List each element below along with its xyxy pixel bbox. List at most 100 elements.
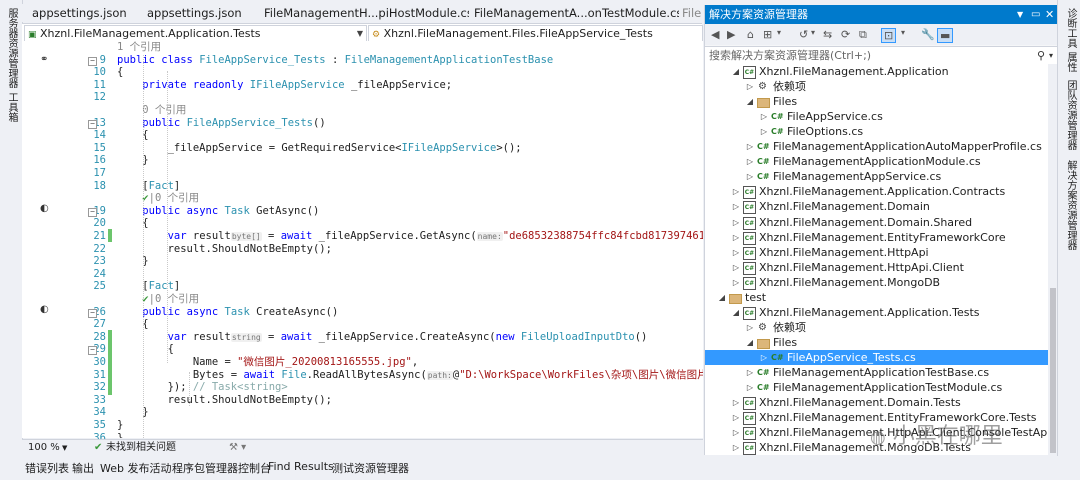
- code-line[interactable]: [Fact]: [117, 179, 181, 192]
- tree-item[interactable]: ▷⚙依赖项: [705, 79, 1048, 94]
- scrollbar-thumb[interactable]: [1050, 288, 1056, 453]
- collapsed-arrow-icon[interactable]: ▷: [746, 82, 754, 92]
- team-explorer-tab[interactable]: 团队资源管理器: [1065, 80, 1076, 150]
- collapse-icon[interactable]: −: [88, 56, 97, 66]
- collapse-all-icon[interactable]: ⧉: [859, 28, 867, 41]
- tree-item[interactable]: ▷⚙依赖项: [705, 320, 1048, 335]
- code-line[interactable]: }: [117, 406, 149, 419]
- tree-item[interactable]: ▷C#FileManagementApplicationAutoMapperPr…: [705, 139, 1048, 154]
- tab-error-list[interactable]: 错误列表: [25, 462, 69, 475]
- collapsed-arrow-icon[interactable]: ▷: [746, 322, 754, 332]
- tree-item[interactable]: ▷C#FileAppService.cs: [705, 109, 1048, 124]
- chevron-down-icon[interactable]: ▾: [811, 28, 816, 37]
- tree-item[interactable]: ▷C#Xhznl.FileManagement.HttpApi.Client: [705, 260, 1048, 275]
- collapsed-arrow-icon[interactable]: ▷: [732, 187, 740, 197]
- expanded-arrow-icon[interactable]: ◢: [746, 97, 754, 107]
- tree-item[interactable]: ◢Files: [705, 335, 1048, 350]
- collapsed-arrow-icon[interactable]: ▷: [760, 352, 768, 362]
- code-line[interactable]: var resultstring = await _fileAppService…: [167, 330, 648, 343]
- tree-item[interactable]: ▷C#FileOptions.cs: [705, 124, 1048, 139]
- code-line[interactable]: {: [117, 318, 149, 331]
- properties-tab[interactable]: 属性: [1065, 52, 1076, 72]
- code-line[interactable]: 1 个引用: [117, 41, 162, 53]
- expanded-arrow-icon[interactable]: ◢: [732, 67, 740, 76]
- code-line[interactable]: var resultbyte[] = await _fileAppService…: [167, 230, 703, 242]
- doc-tab-appsettings-2[interactable]: appsettings.json: [147, 6, 242, 20]
- code-line[interactable]: }: [117, 255, 149, 268]
- tab-find-results[interactable]: Find Results: [268, 460, 334, 473]
- tree-item[interactable]: ▷C#FileManagementAppService.cs: [705, 169, 1048, 184]
- doc-tab-httpapihostmodule[interactable]: FileManagementH...piHostModule.cs: [264, 6, 469, 20]
- collapse-icon[interactable]: −: [88, 119, 97, 129]
- back-icon[interactable]: ◀: [711, 28, 720, 41]
- code-line[interactable]: private readonly IFileAppService _fileAp…: [142, 78, 453, 91]
- forward-icon[interactable]: ▶: [727, 28, 736, 41]
- properties-icon[interactable]: 🔧: [921, 28, 935, 41]
- collapse-icon[interactable]: −: [88, 207, 97, 217]
- collapsed-arrow-icon[interactable]: ▷: [746, 368, 754, 377]
- solution-explorer-tab[interactable]: 解决方案资源管理器: [1065, 160, 1076, 250]
- expanded-arrow-icon[interactable]: ◢: [718, 292, 726, 302]
- diagnostic-tools-tab[interactable]: 诊断工具: [1065, 8, 1076, 48]
- chevron-down-icon[interactable]: ▼: [62, 444, 68, 452]
- expanded-arrow-icon[interactable]: ◢: [746, 337, 754, 347]
- collapsed-arrow-icon[interactable]: ▷: [732, 277, 740, 287]
- collapse-icon[interactable]: −: [88, 308, 97, 318]
- code-line[interactable]: public class FileAppService_Tests : File…: [117, 53, 554, 66]
- tree-item[interactable]: ◢C#Xhznl.FileManagement.Application: [705, 64, 1048, 79]
- sync-icon[interactable]: ⇆: [823, 28, 833, 41]
- tree-item[interactable]: ▷C#Xhznl.FileManagement.Domain.Shared: [705, 215, 1048, 230]
- test-status-icon[interactable]: ◐: [40, 203, 49, 214]
- chevron-down-icon[interactable]: ▾: [777, 28, 782, 37]
- issues-status[interactable]: 未找到相关问题: [106, 442, 176, 453]
- project-combo[interactable]: ▣ Xhznl.FileManagement.Application.Tests…: [24, 25, 367, 42]
- toolbox-tab[interactable]: 工具箱: [6, 92, 17, 122]
- code-line[interactable]: }: [117, 154, 149, 167]
- code-line[interactable]: public async Task CreateAsync(): [142, 305, 339, 318]
- code-line[interactable]: ✔|0 个引用: [142, 293, 200, 305]
- tree-item[interactable]: ▷C#Xhznl.FileManagement.HttpApi.Client.C…: [705, 425, 1048, 441]
- doc-tab-appsettings-1[interactable]: appsettings.json: [32, 6, 127, 20]
- chevron-down-icon[interactable]: ▾: [901, 28, 906, 37]
- code-line[interactable]: [Fact]: [117, 280, 181, 293]
- collapsed-arrow-icon[interactable]: ▷: [746, 383, 754, 393]
- code-line[interactable]: }: [117, 431, 124, 438]
- code-line[interactable]: Bytes = await File.ReadAllBytesAsync(pat…: [117, 368, 703, 381]
- code-line[interactable]: {: [117, 66, 124, 79]
- doc-tab-applicationtestmodule[interactable]: FileManagementA...onTestModule.cs: [474, 6, 679, 20]
- collapsed-arrow-icon[interactable]: ▷: [732, 428, 740, 438]
- tree-item[interactable]: ▷C#Xhznl.FileManagement.MongoDB: [705, 275, 1048, 290]
- tree-item[interactable]: ▷C#Xhznl.FileManagement.Domain: [705, 199, 1048, 215]
- doc-tab-overflow[interactable]: FileM: [682, 6, 702, 20]
- switch-views-icon[interactable]: ⊞: [763, 28, 773, 41]
- tree-item[interactable]: ▷C#FileManagementApplicationModule.cs: [705, 154, 1048, 169]
- code-line[interactable]: _fileAppService = GetRequiredService<IFi…: [117, 141, 522, 154]
- tree-item[interactable]: ▷C#Xhznl.FileManagement.Domain.Tests: [705, 395, 1048, 411]
- tree-item[interactable]: ◢test: [705, 290, 1048, 305]
- tree-item[interactable]: ◢Files: [705, 94, 1048, 109]
- solution-search-box[interactable]: 搜索解决方案资源管理器(Ctrl+;) ⚲ ▾: [705, 46, 1058, 65]
- refresh-icon[interactable]: ⟳: [841, 28, 851, 41]
- code-line[interactable]: result.ShouldNotBeEmpty();: [117, 393, 332, 406]
- solution-scrollbar[interactable]: [1048, 64, 1058, 455]
- history-icon[interactable]: ↺: [799, 28, 809, 41]
- code-line[interactable]: ✔|0 个引用: [142, 192, 200, 205]
- test-link-icon[interactable]: ⚭: [40, 54, 49, 65]
- code-line[interactable]: {: [117, 217, 149, 230]
- test-status-icon[interactable]: ◐: [40, 304, 49, 315]
- tab-package-manager-console[interactable]: 程序包管理器控制台: [172, 462, 271, 475]
- tree-item[interactable]: ▷C#Xhznl.FileManagement.MongoDB.Tests: [705, 440, 1048, 455]
- collapsed-arrow-icon[interactable]: ▷: [732, 247, 740, 257]
- tree-item[interactable]: ▷C#Xhznl.FileManagement.HttpApi: [705, 245, 1048, 260]
- tree-item[interactable]: ▷C#FileManagementApplicationTestBase.cs: [705, 365, 1048, 380]
- close-icon[interactable]: ✕: [1045, 8, 1055, 21]
- pin-icon[interactable]: ▭: [1031, 9, 1041, 20]
- tree-item-selected[interactable]: ▷C#FileAppService_Tests.cs: [705, 349, 1048, 365]
- collapsed-arrow-icon[interactable]: ▷: [746, 172, 754, 182]
- collapsed-arrow-icon[interactable]: ▷: [732, 217, 740, 227]
- tree-item[interactable]: ▷C#Xhznl.FileManagement.EntityFrameworkC…: [705, 230, 1048, 245]
- code-line[interactable]: public async Task GetAsync(): [142, 204, 320, 217]
- collapse-icon[interactable]: −: [88, 346, 97, 356]
